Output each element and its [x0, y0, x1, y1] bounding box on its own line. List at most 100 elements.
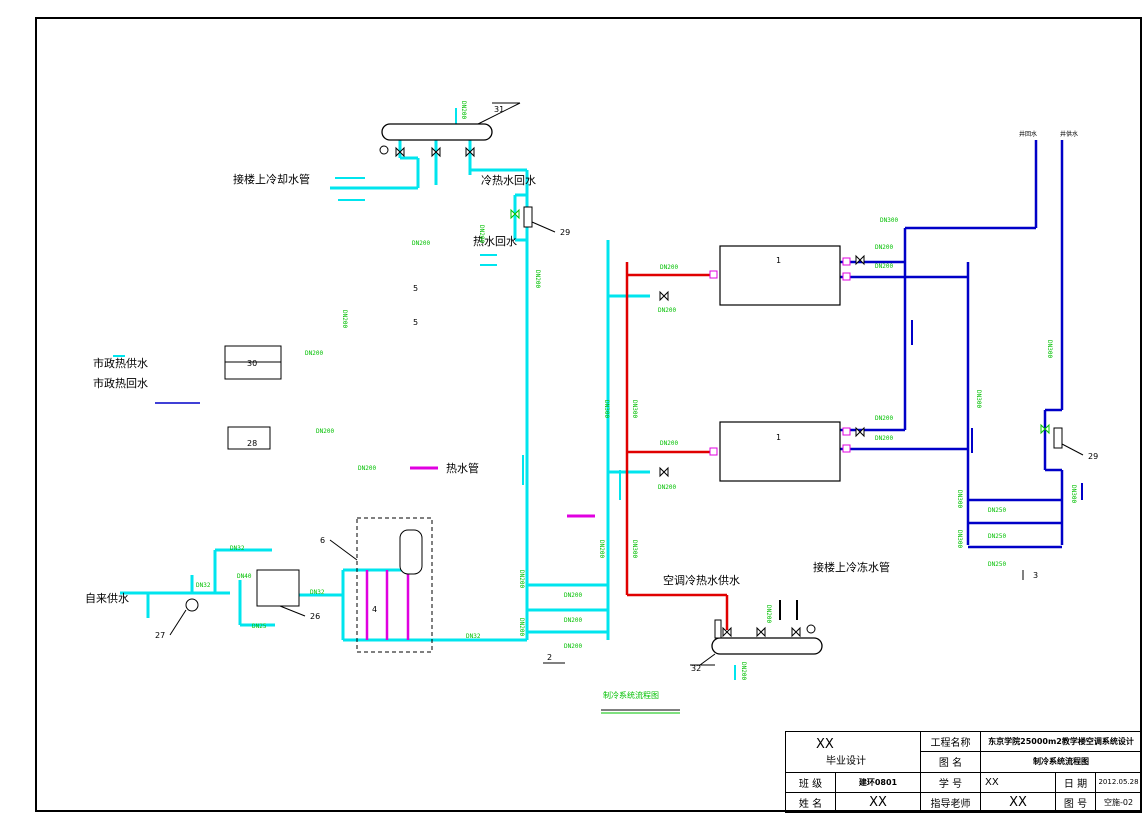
dn-label: DN200 — [875, 435, 893, 442]
chiller-1-upper — [719, 245, 841, 306]
label-well-b: 井供水 — [1060, 130, 1078, 138]
num-30: 30 — [247, 359, 257, 368]
project-name-label: 工程名称 — [920, 730, 981, 753]
school-cell: XX 毕业设计 — [785, 731, 921, 773]
name-label: 姓 名 — [785, 791, 836, 814]
student-no-label: 学 号 — [920, 771, 981, 793]
label-tap-water-supply: 自来供水 — [85, 591, 129, 605]
dn-label: DN200 — [305, 350, 323, 357]
valves — [395, 146, 1050, 638]
diagram-caption: 制冷系统流程图 — [603, 690, 659, 700]
flow-arrows — [113, 108, 1083, 680]
class-value: 建环0801 — [835, 771, 921, 793]
pump-27 — [185, 598, 199, 612]
student-no: XX — [980, 771, 1056, 793]
dn-label: DN200 — [598, 540, 605, 558]
date-label: 日 期 — [1055, 771, 1096, 793]
dn-label: DN200 — [875, 263, 893, 270]
dn-label: DN200 — [341, 310, 348, 328]
label-municipal-heat-return: 市政热回水 — [93, 376, 148, 390]
dn-label: DN200 — [478, 225, 485, 243]
label-hot-water-pipe: 热水管 — [446, 461, 479, 475]
num-27: 27 — [155, 631, 165, 640]
dn-label: DN300 — [1046, 340, 1053, 358]
pressure-tank — [399, 529, 423, 575]
num-5a: 5 — [413, 284, 418, 293]
dn-label: DN250 — [988, 561, 1006, 568]
dn-label: DN200 — [358, 465, 376, 472]
drawing-name-label: 图 名 — [920, 751, 981, 773]
equipment-boxes — [185, 206, 1063, 653]
dn-label: DN300 — [603, 400, 610, 418]
dn-label: DN300 — [956, 530, 963, 548]
dn-label: DN32 — [230, 545, 245, 552]
dn-label: DN200 — [660, 264, 678, 271]
advisor-value: XX — [980, 791, 1056, 814]
text-labels: 接楼上冷却水管 冷热水回水 热水回水 市政热供水 市政热回水 热水管 自来供水 … — [85, 130, 1078, 714]
dn-label: DN200 — [875, 244, 893, 251]
design-type: 毕业设计 — [826, 755, 866, 767]
num-chiller-lower: 1 — [776, 433, 781, 442]
num-26: 26 — [310, 612, 320, 621]
hot-water-pipes — [625, 262, 729, 630]
pipe-size-labels: DN200 DN200 DN200 DN200 DN200 DN200 DN20… — [196, 101, 1077, 680]
dn-label: DN300 — [880, 217, 898, 224]
drawing-no: 空施-02 — [1094, 791, 1143, 814]
num-3: 3 — [1033, 571, 1038, 580]
date-value: 2012.05.28 — [1094, 771, 1143, 793]
filter-29-left — [523, 206, 533, 228]
dn-label: DN200 — [534, 270, 541, 288]
label-hot-cold-return: 冷热水回水 — [481, 174, 536, 187]
dn-label: DN25 — [252, 623, 267, 630]
cooling-water-pipes — [120, 140, 650, 642]
dn-label: DN200 — [412, 240, 430, 247]
dn-label: DN200 — [564, 643, 582, 650]
name-value: XX — [835, 791, 921, 814]
num-5b: 5 — [413, 318, 418, 327]
dn-label: DN200 — [658, 484, 676, 491]
chiller-units — [719, 245, 841, 482]
dn-label: DN300 — [631, 400, 638, 418]
drawing-frame — [35, 17, 1142, 812]
dn-label: DN250 — [988, 507, 1006, 514]
drawing-no-label: 图 号 — [1055, 791, 1096, 814]
distribution-header-31 — [379, 102, 521, 155]
num-6: 6 — [320, 536, 325, 545]
dn-label: DN300 — [1070, 485, 1077, 503]
num-4: 4 — [372, 605, 377, 614]
well-water-pipes — [840, 140, 1064, 549]
equipment-28 — [227, 426, 271, 450]
num-31: 31 — [494, 105, 504, 114]
dn-label: DN200 — [460, 101, 467, 119]
dn-label: DN200 — [658, 307, 676, 314]
num-29b: 29 — [1088, 452, 1098, 461]
dn-label: DN40 — [237, 573, 252, 580]
label-hot-water-return: 热水回水 — [473, 235, 517, 248]
dn-label: DN200 — [564, 592, 582, 599]
dn-label: DN32 — [310, 589, 325, 596]
equipment-numbers: 31 29 29 30 28 6 26 27 2 32 3 4 5 5 1 1 — [155, 105, 1098, 673]
label-cooling-water-up: 接楼上冷却水管 — [233, 172, 310, 186]
class-label: 班 级 — [785, 771, 836, 793]
label-well-a: 井回水 — [1019, 130, 1037, 138]
label-municipal-heat-supply: 市政热供水 — [93, 356, 148, 370]
dn-label: DN300 — [956, 490, 963, 508]
drawing-name: 制冷系统流程图 — [979, 751, 1143, 773]
dn-label: DN300 — [631, 540, 638, 558]
school-name: XX — [816, 736, 834, 752]
collector-32 — [690, 619, 823, 666]
tank-26 — [256, 569, 300, 607]
dn-label: DN200 — [564, 617, 582, 624]
chiller-1-lower — [719, 421, 841, 482]
project-name: 东京学院25000m2教学楼空调系统设计 — [979, 730, 1143, 753]
num-2: 2 — [547, 653, 552, 662]
num-32: 32 — [691, 664, 701, 673]
dn-label: DN200 — [740, 662, 747, 680]
dn-label: DN250 — [988, 533, 1006, 540]
dn-label: DN200 — [660, 440, 678, 447]
title-block-table: XX 毕业设计 工程名称 东京学院25000m2教学楼空调系统设计 图 名 制冷… — [785, 730, 1143, 814]
num-28: 28 — [247, 439, 257, 448]
num-chiller-upper: 1 — [776, 256, 781, 265]
dn-label: DN200 — [518, 570, 525, 588]
dn-label: DN200 — [518, 618, 525, 636]
